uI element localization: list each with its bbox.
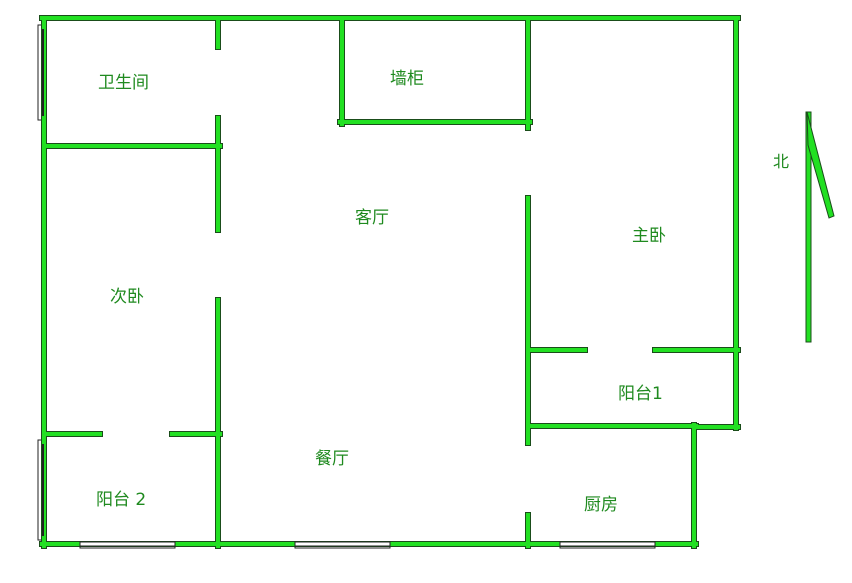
room-label-kitchen: 厨房 [584,495,618,515]
north-arrow-shaft-icon [805,111,812,343]
room-label-balcony-2: 阳台 2 [96,490,147,510]
room-label-bathroom: 卫生间 [98,73,149,93]
room-label-second-bedroom: 次卧 [110,287,144,307]
room-label-living-room: 客厅 [355,208,389,228]
room-label-balcony-1: 阳台1 [618,384,663,404]
window-pane [559,541,656,547]
room-label-dining-room: 餐厅 [315,449,349,469]
room-label-wall-cabinet: 墙柜 [390,69,424,89]
room-label-master-bedroom: 主卧 [632,226,666,246]
compass-north-label: 北 [773,152,790,171]
window-pane [294,541,391,547]
north-arrow-head-icon [806,111,835,219]
window-pane [79,541,176,547]
